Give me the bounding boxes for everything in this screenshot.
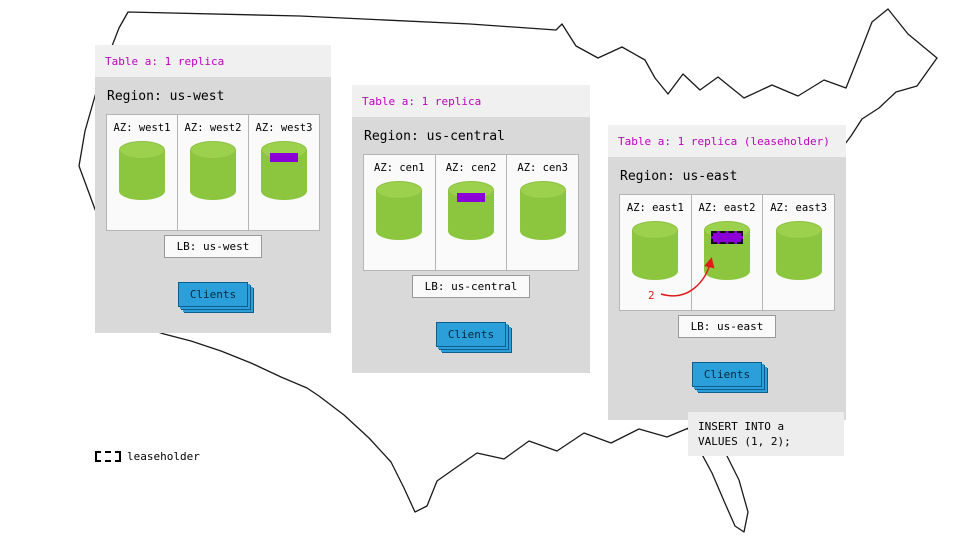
az-row: AZ: east1 AZ: east2 AZ: east3 xyxy=(619,194,836,311)
az-label: AZ: east3 xyxy=(770,202,828,214)
az-row: AZ: west1 AZ: west2 AZ: west3 xyxy=(106,114,320,231)
sql-statement-note: INSERT INTO a VALUES (1, 2); xyxy=(688,412,844,456)
table-replica-header: Table a: 1 replica xyxy=(352,85,590,117)
az-label: AZ: cen2 xyxy=(445,162,497,174)
db-node-cylinder xyxy=(704,221,750,280)
clients-button: Clients xyxy=(692,362,762,387)
table-replica-label: Table a: 1 replica xyxy=(362,95,482,108)
region-panel-us-central: Table a: 1 replica Region: us-central AZ… xyxy=(352,85,590,373)
legend-label: leaseholder xyxy=(127,450,200,463)
replica-band xyxy=(270,153,298,162)
region-body: Region: us-west AZ: west1 AZ: west2 AZ: … xyxy=(95,77,331,333)
db-node-cylinder xyxy=(119,141,165,200)
db-node-cylinder xyxy=(632,221,679,280)
db-node-cylinder xyxy=(261,141,307,200)
region-title: Region: us-central xyxy=(364,129,505,144)
db-node-cylinder xyxy=(448,181,494,240)
step-number-label: 2 xyxy=(648,289,655,302)
region-panel-us-west: Table a: 1 replica Region: us-west AZ: w… xyxy=(95,45,331,333)
az-box-east1: AZ: east1 xyxy=(619,194,692,311)
table-replica-header: Table a: 1 replica (leaseholder) xyxy=(608,125,846,157)
leaseholder-swatch-icon xyxy=(95,451,121,462)
region-panel-us-east: Table a: 1 replica (leaseholder) Region:… xyxy=(608,125,846,420)
clients-button: Clients xyxy=(436,322,506,347)
az-label: AZ: cen1 xyxy=(374,162,425,174)
az-label: AZ: east2 xyxy=(698,202,756,214)
az-label: AZ: west1 xyxy=(113,122,171,134)
az-label: AZ: west2 xyxy=(184,122,242,134)
table-replica-header: Table a: 1 replica xyxy=(95,45,331,77)
az-box-west3: AZ: west3 xyxy=(249,114,320,231)
table-replica-label: Table a: 1 replica xyxy=(105,55,225,68)
region-title: Region: us-east xyxy=(620,169,738,184)
region-body: Region: us-central AZ: cen1 AZ: cen2 AZ:… xyxy=(352,117,590,373)
az-box-east3: AZ: east3 xyxy=(763,194,836,311)
load-balancer-box: LB: us-east xyxy=(677,315,777,338)
db-node-cylinder xyxy=(519,181,566,240)
clients-button: Clients xyxy=(178,282,248,307)
region-title: Region: us-west xyxy=(107,89,225,104)
table-replica-label: Table a: 1 replica (leaseholder) xyxy=(618,135,830,148)
legend: leaseholder xyxy=(95,450,200,463)
region-body: Region: us-east AZ: east1 AZ: east2 AZ: … xyxy=(608,157,846,420)
sql-line-2: VALUES (1, 2); xyxy=(698,435,791,448)
az-box-east2: AZ: east2 xyxy=(691,194,764,311)
db-node-cylinder xyxy=(775,221,822,280)
az-label: AZ: west3 xyxy=(255,122,313,134)
write-step-arrow: 2 xyxy=(648,257,715,302)
az-box-west1: AZ: west1 xyxy=(106,114,178,231)
leaseholder-replica-band xyxy=(711,231,743,244)
load-balancer-box: LB: us-west xyxy=(163,235,263,258)
load-balancer-box: LB: us-central xyxy=(411,275,531,298)
az-box-cen1: AZ: cen1 xyxy=(363,154,436,271)
db-node-cylinder xyxy=(190,141,236,200)
az-label: AZ: cen3 xyxy=(517,162,568,174)
replica-band xyxy=(457,193,485,202)
az-row: AZ: cen1 AZ: cen2 AZ: cen3 xyxy=(363,154,580,271)
az-box-cen3: AZ: cen3 xyxy=(507,154,580,271)
sql-line-1: INSERT INTO a xyxy=(698,420,785,433)
az-label: AZ: east1 xyxy=(626,202,684,214)
az-box-cen2: AZ: cen2 xyxy=(435,154,508,271)
az-box-west2: AZ: west2 xyxy=(178,114,249,231)
db-node-cylinder xyxy=(376,181,423,240)
